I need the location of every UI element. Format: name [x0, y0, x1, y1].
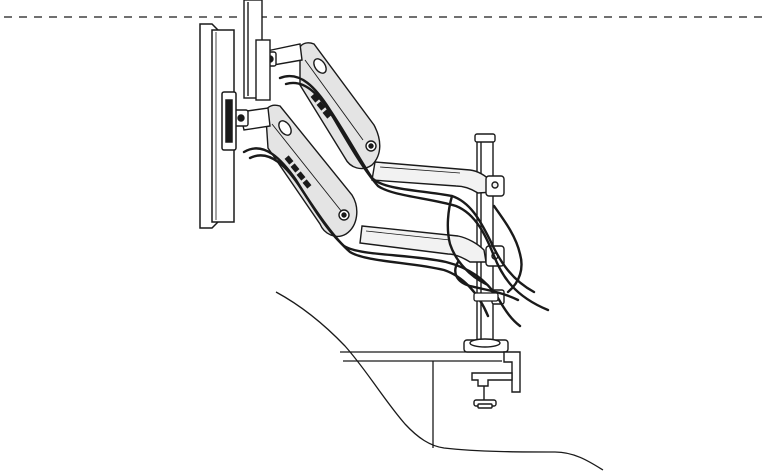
upper-arm-segment	[371, 161, 505, 197]
cables	[242, 75, 550, 328]
cable-tie	[473, 292, 499, 302]
gas-spring-lower	[233, 104, 358, 238]
gas-spring-upper	[261, 42, 381, 170]
upper-mount-post	[243, 0, 271, 101]
desk-clamp	[463, 339, 521, 409]
desk-surface	[275, 291, 604, 471]
monitor-screen	[199, 23, 237, 229]
